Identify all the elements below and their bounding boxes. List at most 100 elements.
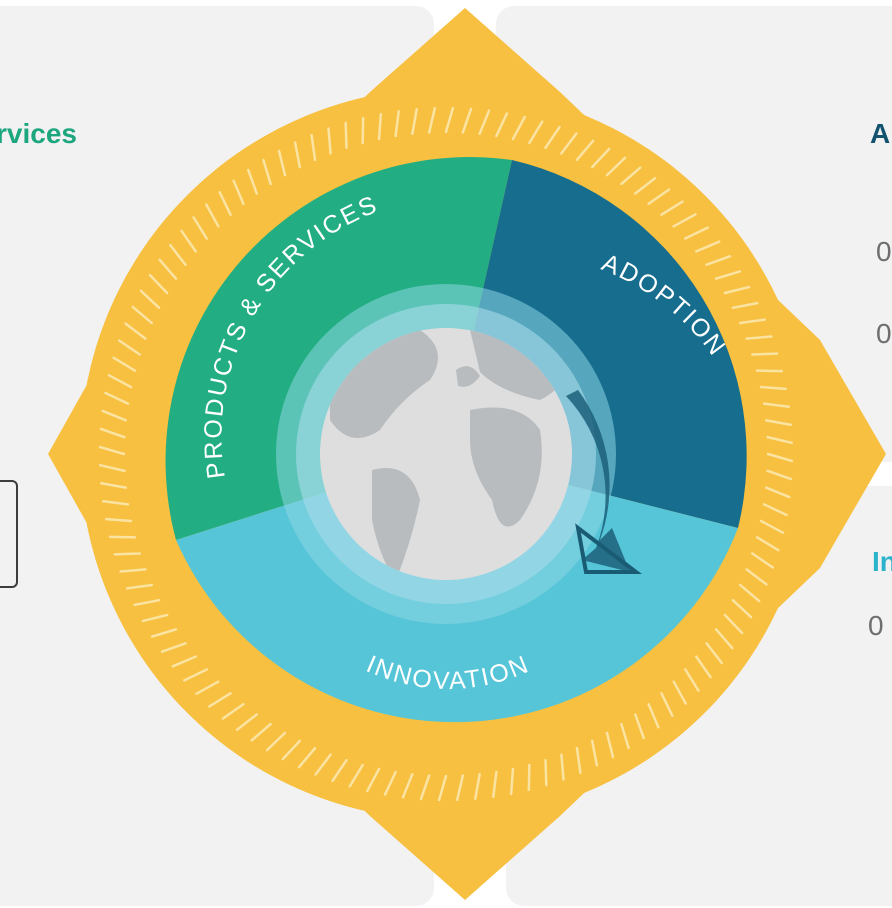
ring-tick (620, 722, 630, 750)
ring-tick (293, 141, 302, 169)
adoption-heading: A (870, 118, 891, 149)
ring-tick (745, 335, 773, 340)
ring-tick (684, 668, 700, 692)
ring-tick (183, 668, 208, 682)
ring-tick (262, 158, 272, 186)
cycle-arrow-tip (575, 523, 642, 574)
ring-tick (731, 598, 753, 619)
ring-tick (297, 746, 317, 769)
ring-tick (738, 583, 761, 603)
ring-tick (745, 568, 768, 586)
ring-tick (124, 322, 147, 340)
ring-tick (401, 772, 414, 799)
ring-tick (495, 112, 509, 138)
ring-tick (235, 713, 258, 732)
products-services-heading: rvices (0, 118, 77, 149)
ring-tick (444, 106, 455, 134)
ring-tick (509, 767, 515, 796)
ring-tick (394, 109, 400, 138)
ring-tick (575, 746, 582, 775)
ring-tick (113, 552, 142, 556)
ring-tick (461, 107, 473, 134)
ring-tick (672, 213, 697, 228)
ring-tick (766, 469, 793, 481)
ring-tick (634, 713, 645, 740)
ring-tick (694, 655, 712, 679)
ring-tick (560, 132, 578, 155)
ring-tick (383, 770, 397, 796)
ring-tick (98, 445, 126, 456)
ring-tick (575, 139, 595, 162)
ring-tick (759, 519, 785, 534)
ring-tick (620, 166, 642, 186)
ring-tick (634, 176, 657, 195)
ring-tick (265, 731, 287, 752)
ring-tick (766, 435, 794, 445)
ring-tick (327, 127, 332, 155)
ring-tick (750, 552, 775, 569)
ring-tick (511, 115, 526, 141)
ring-tick (377, 112, 383, 141)
ring-tick (684, 226, 709, 240)
ring-tick (125, 583, 154, 590)
ring-tick (141, 613, 169, 623)
ring-tick (560, 753, 565, 781)
ring-tick (528, 120, 544, 145)
ring-tick (723, 613, 744, 635)
ring-tick (455, 774, 465, 802)
ring-tick (544, 125, 561, 150)
ring-tick (647, 188, 671, 206)
innovation-heading: In (872, 546, 892, 577)
ring-tick (131, 305, 154, 325)
ring-tick (755, 536, 780, 552)
outlined-card[interactable] (0, 480, 18, 588)
compass-ring-ticks (98, 106, 794, 802)
ring-tick (762, 503, 788, 517)
ring-tick (764, 486, 791, 499)
ring-tick (331, 758, 348, 783)
ring-tick (148, 273, 169, 295)
ring-tick (766, 452, 794, 463)
ring-tick (205, 203, 220, 228)
ring-tick (281, 739, 302, 761)
ring-tick (104, 517, 133, 523)
ring-tick (750, 352, 779, 356)
ring-tick (590, 739, 599, 767)
ring-tick (544, 758, 548, 787)
ring-tick (104, 391, 130, 405)
ring-tick (99, 482, 128, 489)
ring-tick (310, 133, 317, 162)
cycle-arrow (566, 390, 630, 572)
ring-tick (119, 568, 147, 573)
ring-tick (762, 402, 791, 408)
ring-tick (101, 409, 128, 422)
ring-tick (672, 680, 687, 705)
ring-tick (474, 772, 481, 801)
ring-tick (160, 642, 187, 653)
ring-tick (660, 200, 684, 216)
ring-tick (171, 655, 198, 668)
ring-tick (192, 216, 208, 240)
ring-tick (168, 243, 187, 266)
adoption-item-1: 0 (876, 236, 892, 267)
ring-tick (723, 285, 751, 295)
ring-tick (605, 156, 627, 177)
ring-tick (366, 767, 381, 793)
innovation-item-1: 0 (868, 610, 884, 641)
adoption-item-2: 0 (876, 318, 892, 349)
ring-tick (714, 628, 734, 650)
ring-tick (411, 107, 418, 136)
ring-tick (139, 289, 161, 310)
ring-tick (419, 774, 431, 801)
ring-tick (348, 763, 364, 788)
ring-tick (221, 702, 245, 720)
ring-tick (117, 339, 142, 356)
ring-tick (437, 774, 448, 802)
ring-tick (150, 628, 178, 638)
ring-tick (107, 374, 133, 389)
ring-tick (647, 702, 660, 729)
ring-tick (232, 179, 245, 206)
ring-tick (738, 318, 767, 325)
ring-tick (195, 680, 220, 695)
